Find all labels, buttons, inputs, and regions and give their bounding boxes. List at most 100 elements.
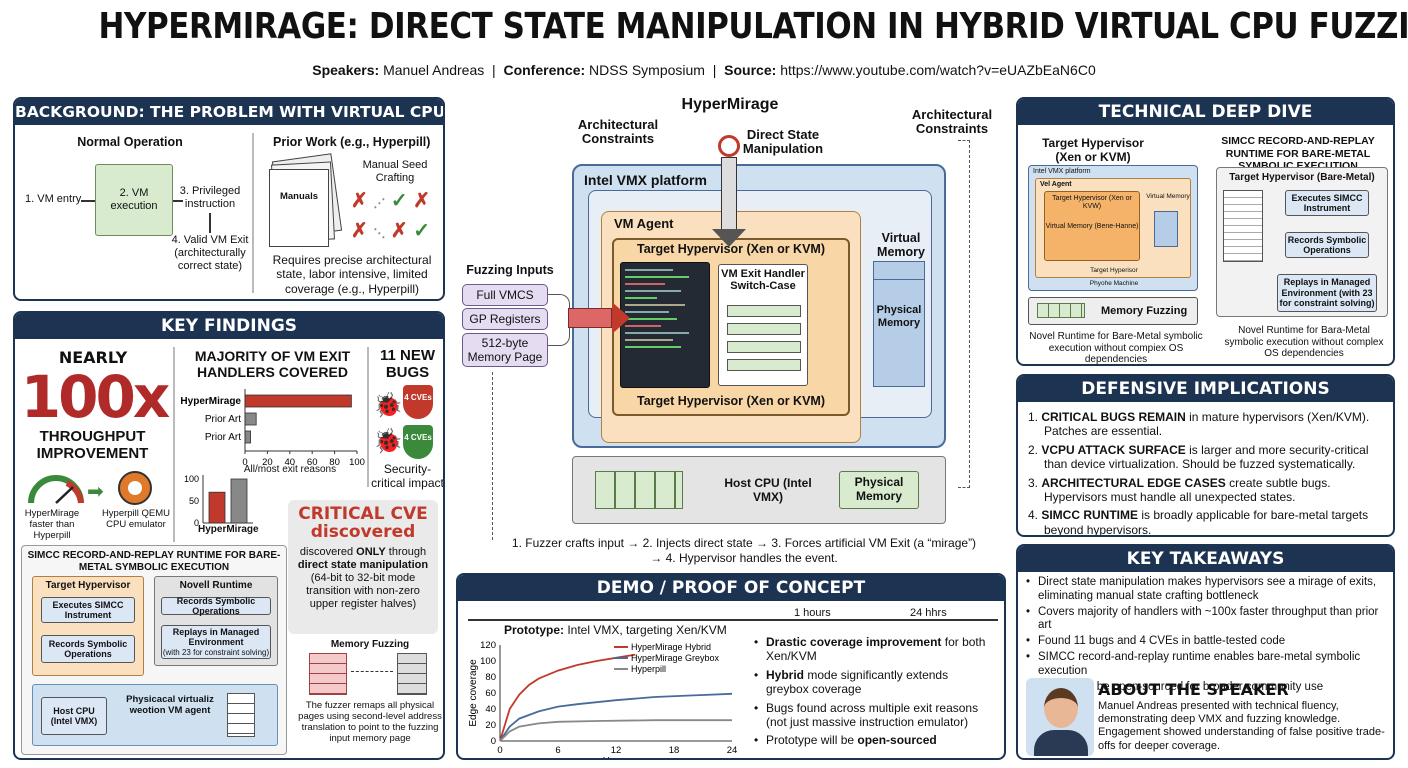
arch-constraints-left: Architectural Constraints: [577, 117, 659, 147]
y-tick-label: 80: [485, 672, 496, 683]
about-speaker-title: ABOUT THE SPEAKER: [1098, 680, 1289, 699]
novel-runtime-box: Novell Runtime Records Symbolic Operatio…: [154, 576, 278, 666]
nearly-label: NEARLY: [58, 348, 128, 367]
intel-vmx-label: Intel VMX platform: [584, 172, 707, 188]
deep-target-hv: Target Hypervisor (Xen or KVM): [1042, 136, 1144, 164]
simcc-subpanel: SIMCC RECORD-AND-REPLAY RUNTIME FOR BARE…: [21, 545, 287, 755]
speakers-label: Speakers:: [312, 62, 380, 78]
background-panel: BACKGROUND: THE PROBLEM WITH VIRTUAL CPU…: [13, 97, 445, 301]
manual-seed-label: Manual Seed Crafting: [362, 159, 428, 185]
demo-bullet-list: Drastic coverage improvement for both Xe…: [754, 635, 990, 748]
host-cpu-box: Host CPU (Intel VMX): [41, 697, 107, 735]
arrow-icon: ➡: [87, 481, 104, 503]
x-tick-label: 12: [611, 745, 622, 756]
hundred-x-figure: 100x: [20, 363, 170, 431]
mini-chart-label: HyperMirage: [198, 524, 259, 535]
timeline-1h: 1 hours: [794, 607, 831, 619]
deep-virtual-mem-label: Virtual Memory (Bene-Hanne): [1045, 223, 1139, 231]
physical-memory-box: Physical Memory: [873, 261, 925, 387]
target-hv-bottom-label: Target Hypervisor (Xen or KVM): [636, 394, 825, 408]
manuals-stack-icon: Manuals: [263, 153, 347, 249]
speedometer-icon: [27, 473, 85, 505]
injection-arrowhead-icon: [712, 229, 746, 247]
takeaway-item: SIMCC record-and-replay runtime enables …: [1026, 651, 1390, 679]
key-findings-heading: KEY FINDINGS: [15, 313, 443, 339]
deep-vm-agent-label: Vel Agent: [1040, 181, 1072, 188]
y-tick-label: 60: [485, 688, 496, 699]
demo-panel: DEMO / PROOF OF CONCEPT 1 hours 24 hhrs …: [456, 573, 1006, 760]
bug-icon: 🐞: [373, 392, 403, 419]
records-symbolic-box: Records Symbolic Operations: [41, 635, 135, 663]
deep-mem-fuzz-box: Memory Fuzzing: [1028, 297, 1198, 325]
defensive-item: 4. SIMCC RUNTIME is broadly applicable f…: [1028, 508, 1369, 537]
deep-vmx-label: Intel VMX platform: [1033, 168, 1091, 175]
bar-label: Prior Art: [205, 414, 241, 425]
deep-dive-panel: TECHNICAL DEEP DIVE Target Hypervisor (X…: [1016, 97, 1395, 366]
defensive-panel: DEFENSIVE IMPLICATIONS 1. CRITICAL BUGS …: [1016, 374, 1395, 537]
vm-entry-label: 1. VM entry: [25, 193, 82, 205]
memory-pages-icon: [305, 653, 435, 697]
intel-vmx-platform: Intel VMX platform Physit Machine VM Age…: [572, 164, 946, 448]
critical-cve-description: discovered ONLY through direct state man…: [297, 545, 429, 611]
bar-label: HyperMirage: [180, 396, 241, 407]
deep-bm-title: Target Hypervisor (Bare-Metal): [1229, 172, 1375, 183]
cve-shield-green-icon: 4 CVEs: [403, 425, 433, 459]
y-tick-label: 20: [485, 720, 496, 731]
flow-caption: 1. Fuzzer crafts input → 2. Injects dire…: [511, 536, 977, 565]
divider: [367, 347, 369, 487]
qemu-logo-icon: [118, 471, 152, 505]
bar: [244, 430, 251, 444]
deep-vmx-box: Intel VMX platform Vel Agent Target Hype…: [1028, 165, 1198, 291]
conference-label: Conference:: [503, 62, 586, 78]
legend-label: HyperMirage Greybox: [631, 653, 720, 663]
dashed-connector: [958, 140, 970, 488]
target-hv-top-label: Target Hypervisor (Xen or KVM): [636, 242, 825, 256]
demo-heading: DEMO / PROOF OF CONCEPT: [458, 575, 1004, 601]
memory-stack-icon: [227, 693, 255, 737]
defensive-item: 2. VCPU ATTACK SURFACE is larger and mor…: [1028, 442, 1369, 472]
deep-novel-right: Novel Runtime for Bara-Metal symbolic ex…: [1224, 325, 1384, 359]
about-speaker-text: Manuel Andreas presented with technical …: [1098, 700, 1385, 752]
bar-tick-label: 40: [285, 457, 296, 468]
security-impact-label: Security-critical impact: [371, 462, 444, 490]
bar: [244, 394, 352, 408]
vm-execution-box: 2. VM execution: [95, 164, 173, 236]
deep-phys-machine: Phyohe Machine: [1089, 280, 1139, 287]
separator: |: [492, 62, 496, 78]
injection-arrow-icon: [721, 157, 737, 229]
host-cpu-label: Host CPU (Intel VMX): [724, 476, 812, 504]
deep-editor-icon: [1223, 190, 1263, 262]
page-title: HYPERMIRAGE: DIRECT STATE MANIPULATION I…: [98, 6, 1408, 47]
page-subtitle: Speakers: Manuel Andreas | Conference: N…: [0, 62, 1408, 78]
arrow-icon: [81, 200, 95, 202]
deep-executes-box: Executes SIMCC Instrument: [1285, 190, 1369, 216]
throughput-label: THROUGHPUT IMPROVEMENT: [36, 428, 149, 462]
manuals-label: Manuals: [279, 191, 318, 202]
input-full-vmcs: Full VMCS: [462, 284, 548, 306]
deep-vm-agent: Vel Agent Target Hypervisor (Xen or KVW)…: [1035, 178, 1191, 278]
mini-bar: [230, 478, 248, 524]
vm-agent-box: VM Agent Target Hypervisor (Xen or KVM) …: [601, 211, 861, 443]
prior-work-title: Prior Work (e.g., Hyperpill): [273, 135, 431, 149]
y-tick-label: 40: [485, 704, 496, 715]
target-hv-label: Target Hypervisor: [45, 580, 131, 591]
mini-tick-label: 50: [189, 496, 199, 506]
novel-runtime-label: Novell Runtime: [179, 580, 253, 591]
source-link[interactable]: https://www.youtube.com/watch?v=eUAZbEaN…: [780, 62, 1096, 78]
hyperpill-label: Hyperpill QEMU CPU emulator: [101, 508, 171, 530]
direct-state-manipulation-label: Direct State Manipulation: [742, 127, 824, 157]
privileged-instruction: 3. Privileged instruction: [179, 185, 241, 211]
key-findings-panel: KEY FINDINGS NEARLY 100x THROUGHPUT IMPR…: [13, 311, 445, 760]
bar-tick-label: 60: [307, 457, 318, 468]
speaker-avatar: [1026, 678, 1094, 756]
speakers-value: Manuel Andreas: [383, 62, 485, 78]
defensive-item: 1. CRITICAL BUGS REMAIN in mature hyperv…: [1028, 410, 1370, 439]
defensive-list: 1. CRITICAL BUGS REMAIN in mature hyperv…: [1028, 410, 1390, 537]
background-heading: BACKGROUND: THE PROBLEM WITH VIRTUAL CPU…: [15, 99, 443, 125]
y-tick-label: 0: [491, 736, 496, 747]
bar-tick-label: 20: [262, 457, 273, 468]
deep-target-inner-label: Target Hypervisor (Xen or KVW): [1052, 195, 1132, 211]
series-line: [499, 653, 636, 742]
